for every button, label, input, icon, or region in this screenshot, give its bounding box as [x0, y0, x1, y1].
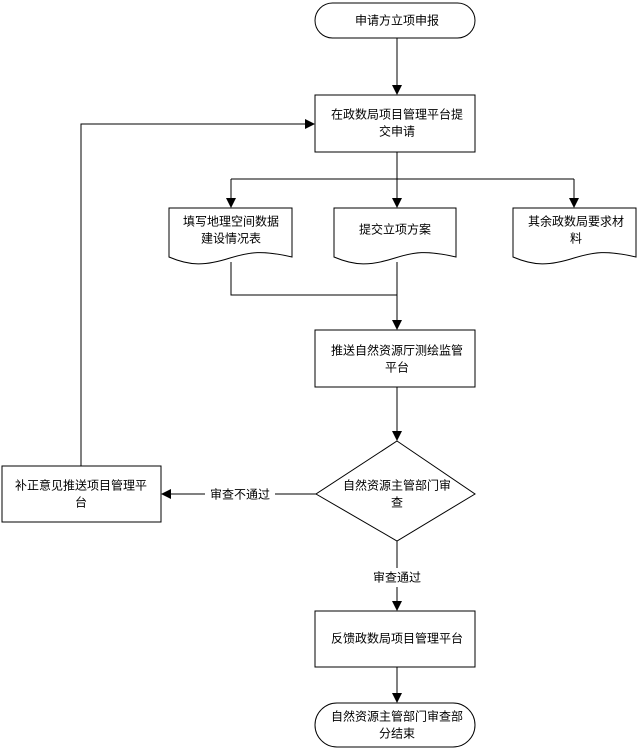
review-decision: 自然资源主管部门审 查 — [315, 440, 476, 542]
doc-geo-line1: 填写地理空间数据 — [183, 214, 279, 229]
arrow-correct-to-submit — [80, 119, 315, 466]
end-label-line1: 自然资源主管部门审查部 — [331, 709, 463, 724]
review-label-line2: 查 — [391, 496, 403, 510]
feedback-label: 反馈政数局项目管理平台 — [331, 631, 463, 646]
doc-geo: 填写地理空间数据 建设情况表 — [168, 207, 293, 265]
correct-label-line1: 补正意见推送项目管理平 — [15, 478, 147, 493]
doc-other: 其余政数局要求材 料 — [512, 207, 637, 265]
push-label-line2: 平台 — [385, 360, 409, 375]
submit-process: 在政数局项目管理平台提 交申请 — [314, 94, 476, 153]
end-label-line2: 分结束 — [379, 727, 415, 741]
doc-other-line2: 料 — [570, 232, 582, 246]
push-label-line1: 推送自然资源厅测绘监管 — [331, 343, 463, 358]
correct-label-line2: 台 — [75, 495, 87, 510]
line-doc-geo-merge — [230, 262, 397, 296]
fail-edge-label: 审查不通过 — [210, 487, 270, 502]
submit-label-line1: 在政数局项目管理平台提 — [331, 107, 463, 122]
connectors — [80, 38, 579, 703]
feedback-process: 反馈政数局项目管理平台 — [314, 610, 476, 668]
correct-process: 补正意见推送项目管理平 台 — [1, 465, 162, 523]
doc-other-line1: 其余政数局要求材 — [528, 214, 624, 229]
push-process: 推送自然资源厅测绘监管 平台 — [314, 329, 476, 388]
end-terminal: 自然资源主管部门审查部 分结束 — [314, 702, 476, 748]
doc-plan: 提交立项方案 — [333, 207, 457, 265]
doc-geo-line2: 建设情况表 — [201, 232, 261, 246]
pass-edge-label: 审查通过 — [373, 570, 421, 585]
doc-plan-label: 提交立项方案 — [359, 222, 431, 237]
line-submit-branch — [231, 152, 574, 180]
start-terminal: 申请方立项申报 — [314, 2, 476, 39]
review-label-line1: 自然资源主管部门审 — [343, 478, 451, 493]
submit-label-line2: 交申请 — [379, 124, 415, 139]
start-label: 申请方立项申报 — [355, 13, 439, 28]
